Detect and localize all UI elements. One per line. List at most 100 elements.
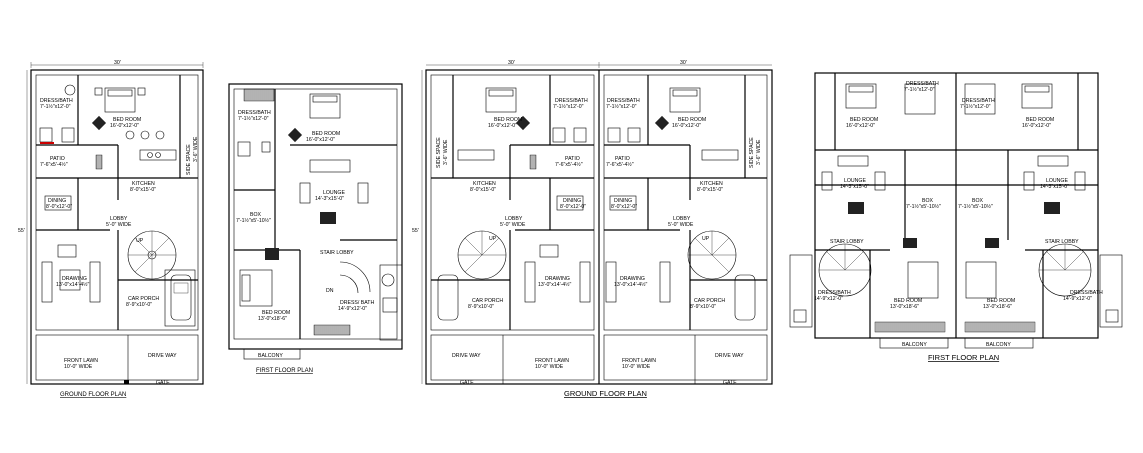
room-kitchen-size: 8'-0"x15'-0": [130, 187, 156, 193]
single-first-floor-plan: DRESS/BATH 7'-1½"x12'-0" BED ROOM 16'-0"…: [228, 83, 403, 374]
room-bed-room: BED ROOM: [113, 117, 141, 123]
dim-top: 30': [114, 60, 121, 66]
room-dress-bath-2: DRESS/ BATH: [340, 300, 374, 306]
room-lounge: LOUNGE: [844, 178, 866, 184]
room-dress-bath-size: 7'-1½"x12'-0": [40, 103, 71, 110]
room-patio-size-right: 7'-6"x5'-4½": [606, 161, 634, 168]
room-patio-right: PATIO: [615, 156, 630, 162]
room-bed-room-size-right: 16'-0"x12'-0": [1022, 123, 1051, 129]
front-lawn-width-right: 10'-0" WIDE: [622, 364, 651, 370]
room-box: BOX: [250, 212, 261, 218]
single-ground-floor-plan: 30' 55': [18, 60, 204, 398]
room-dining: DINING: [48, 198, 66, 204]
drive-way: DRIVE WAY: [452, 353, 481, 359]
room-bed-room-size-right: 16'-0"x12'-0": [672, 123, 701, 129]
side-space-width: 3'-6" WIDE: [443, 139, 449, 165]
room-dress-bath: DRESS/BATH: [555, 98, 588, 104]
room-stair-lobby-right: STAIR LOBBY: [1045, 239, 1079, 245]
room-dress-bath-size-right: 7'-1½"x12'-0": [606, 103, 637, 110]
room-kitchen-size-right: 8'-0"x15'-0": [697, 187, 723, 193]
room-box-size: 7'-1½"x5'-10½": [906, 203, 941, 210]
room-bed-room-2-right: BED ROOM: [987, 298, 1015, 304]
room-bed-room-2-size: 13'-0"x18'-6": [890, 304, 919, 310]
room-lobby-width-right: 5'-0" WIDE: [668, 222, 694, 228]
room-dress-bath: DRESS/BATH: [40, 98, 73, 104]
side-space-width: 3'-6" WIDE: [193, 136, 199, 162]
room-dress-bath-2-right: DRESS/BATH: [1070, 290, 1103, 296]
front-lawn: FRONT LAWN: [535, 358, 569, 364]
front-lawn-right: FRONT LAWN: [622, 358, 656, 364]
room-dress-bath-2-size: 14'-9"x12'-0": [814, 296, 843, 302]
room-stair-lobby: STAIR LOBBY: [320, 250, 354, 256]
room-car-porch-size-right: 8'-9"x10'-0": [690, 304, 716, 310]
dim-top-right: 30': [680, 60, 687, 66]
front-lawn-width: 10'-0" WIDE: [535, 364, 564, 370]
room-patio: PATIO: [565, 156, 580, 162]
balcony: BALCONY: [258, 353, 283, 359]
front-lawn: FRONT LAWN: [64, 358, 98, 364]
room-bed-room-size: 16'-0"x12'-0": [306, 137, 335, 143]
side-space-right: SIDE SPACE: [749, 137, 755, 168]
dim-top-left: 30': [508, 60, 515, 66]
room-bed-room-size: 16'-0"x12'-0": [846, 123, 875, 129]
room-drawing: DRAWING: [545, 276, 570, 282]
room-lobby-width: 5'-0" WIDE: [500, 222, 526, 228]
room-lobby: LOBBY: [110, 216, 128, 222]
room-box: BOX: [922, 198, 933, 204]
room-car-porch-size: 8'-9"x10'-0": [126, 302, 152, 308]
room-dress-bath-size: 7'-1½"x12'-0": [553, 103, 584, 110]
room-bed-room: BED ROOM: [494, 117, 522, 123]
room-drawing-size: 13'-0"x14'-4½": [538, 281, 572, 288]
room-drawing-size: 13'-0"x14'-4½": [56, 281, 90, 288]
double-first-floor-plan: BED ROOM 16'-0"x12'-0" DRESS/BATH 7'-1½"…: [789, 72, 1123, 362]
room-bed-room-2-size: 13'-0"x18'-6": [258, 316, 287, 322]
room-dress-bath-2-size-right: 14'-9"x12'-0": [1063, 296, 1092, 302]
front-lawn-width: 10'-0" WIDE: [64, 364, 93, 370]
room-dress-bath-2: DRESS/BATH: [818, 290, 851, 296]
room-dress-bath-right: DRESS/BATH: [607, 98, 640, 104]
room-dress-bath-right: DRESS/BATH: [962, 98, 995, 104]
caption-ground-floor-plan-double: GROUND FLOOR PLAN: [564, 389, 647, 398]
side-space-width-right: 3'-6" WIDE: [756, 139, 762, 165]
room-patio-size: 7'-6"x5'-4½": [555, 161, 583, 168]
room-patio: PATIO: [50, 156, 65, 162]
room-dress-bath: DRESS/BATH: [906, 81, 939, 87]
drive-way: DRIVE WAY: [148, 353, 177, 359]
room-dress-bath-2-size: 14'-9"x12'-0": [338, 306, 367, 312]
room-dress-bath-size: 7'-1½"x12'-0": [238, 115, 269, 122]
room-bed-room: BED ROOM: [850, 117, 878, 123]
room-car-porch: CAR PORCH: [472, 298, 503, 304]
room-bed-room-2: BED ROOM: [262, 310, 290, 316]
caption-ground-floor-plan: GROUND FLOOR PLAN: [60, 392, 126, 398]
room-drawing-size-right: 13'-0"x14'-4½": [614, 281, 648, 288]
room-dining-size: 8'-0"x12'-0": [560, 204, 586, 210]
room-lounge-right: LOUNGE: [1046, 178, 1068, 184]
room-patio-size: 7'-6"x5'-4½": [40, 161, 68, 168]
room-bed-room-2: BED ROOM: [894, 298, 922, 304]
room-car-porch-size: 8'-9"x10'-0": [468, 304, 494, 310]
side-space: SIDE SPACE: [436, 137, 442, 168]
room-lounge-size: 14'-3"x15'-0": [840, 184, 869, 190]
gate: GATE: [156, 380, 170, 386]
gate: GATE: [460, 380, 474, 386]
room-bed-room-right: BED ROOM: [1026, 117, 1054, 123]
room-stair-lobby: STAIR LOBBY: [830, 239, 864, 245]
double-ground-floor-plan: 30' 30' 55': [412, 60, 773, 398]
room-dining: DINING: [563, 198, 581, 204]
caption-first-floor-plan-double: FIRST FLOOR PLAN: [928, 353, 999, 362]
room-car-porch: CAR PORCH: [128, 296, 159, 302]
stair-up: UP: [489, 236, 497, 242]
room-car-porch-right: CAR PORCH: [694, 298, 725, 304]
dim-side: 55': [18, 228, 25, 234]
gate-right: GATE: [723, 380, 737, 386]
stair-up: UP: [136, 238, 144, 244]
room-box-size: 7'-1½"x5'-10½": [236, 217, 271, 224]
dim-side: 55': [412, 228, 419, 234]
balcony-right: BALCONY: [986, 342, 1011, 348]
room-dining-size: 8'-0"x12'-0": [46, 204, 72, 210]
balcony: BALCONY: [902, 342, 927, 348]
room-box-size-right: 7'-1½"x5'-10½": [958, 203, 993, 210]
room-dress-bath-size-right: 7'-1½"x12'-0": [960, 103, 991, 110]
room-bed-room-2-size-right: 13'-0"x18'-6": [983, 304, 1012, 310]
